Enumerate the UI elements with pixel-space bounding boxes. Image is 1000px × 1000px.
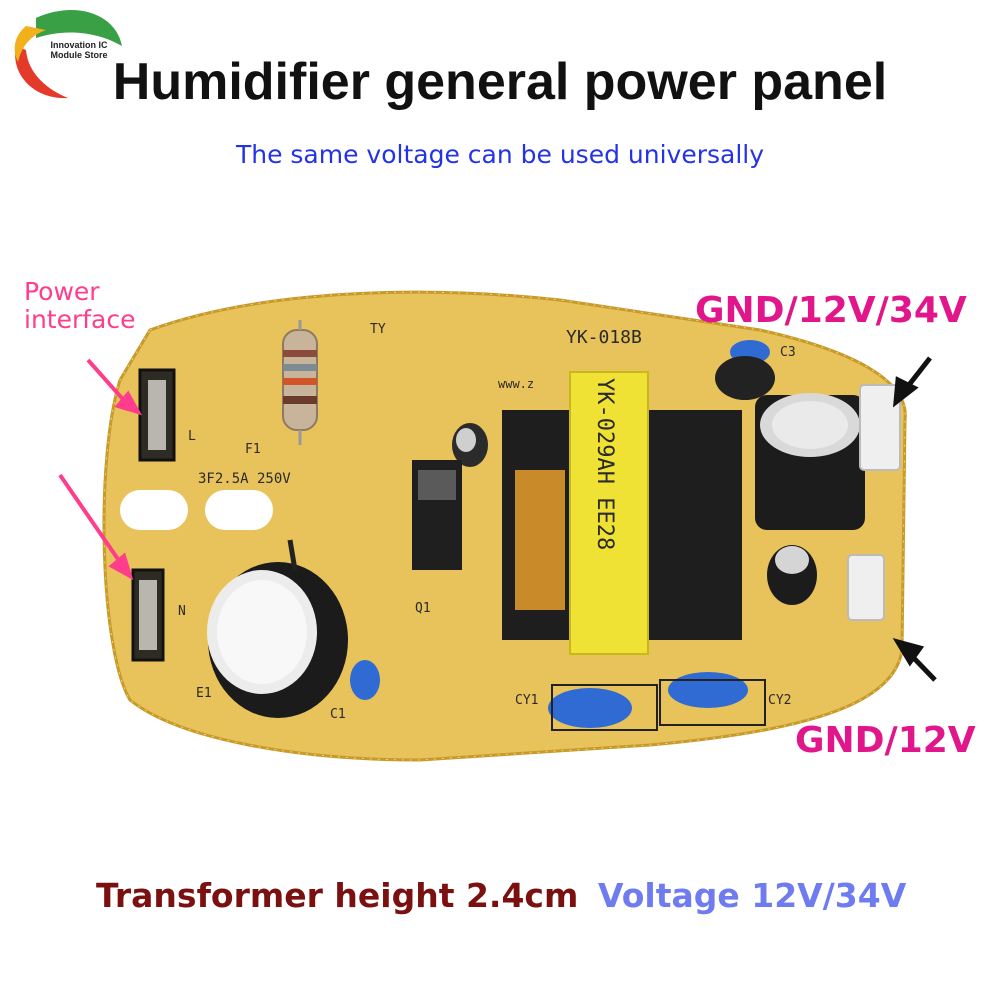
board-neutral-silk: N [178, 604, 186, 619]
black-arrow [892, 356, 932, 408]
board-c1-silk: C1 [330, 707, 346, 722]
logo-text: Innovation IC Module Store [34, 40, 124, 60]
capacitor-output [755, 393, 865, 530]
board-cy1-silk: CY1 [515, 693, 538, 708]
board-slot [205, 490, 273, 530]
board-q1-silk: Q1 [415, 601, 431, 616]
diode [715, 356, 775, 400]
connector-top [859, 384, 901, 471]
board-url-silk: www.z [498, 377, 534, 391]
fuse-resistor [282, 320, 318, 445]
logo-line-2: Module Store [50, 50, 108, 60]
output-label-bottom: GND/12V [795, 720, 976, 761]
logo-leaf-icon [36, 10, 122, 46]
store-logo [14, 10, 122, 99]
power-interface-line-2: interface [24, 305, 136, 334]
y-capacitor-2 [668, 672, 748, 708]
voltage-label: Voltage 12V/34V [598, 876, 907, 915]
board-c3-silk: C3 [780, 345, 796, 360]
board-fuse-rating-silk: 3F2.5A 250V [198, 471, 291, 487]
output-label-top: GND/12V/34V [695, 290, 967, 331]
board-cy2-silk: CY2 [768, 693, 791, 708]
power-interface-line-1: Power [24, 277, 100, 306]
transformer [502, 371, 742, 655]
page-subtitle: The same voltage can be used universally [235, 140, 765, 169]
board-e1-silk: E1 [196, 686, 212, 701]
logo-line-1: Innovation IC [50, 40, 108, 50]
board-model-silk: YK-018B [566, 327, 642, 348]
board-slot [120, 490, 188, 530]
pink-arrow [86, 358, 143, 416]
page-title: Humidifier general power panel [112, 53, 888, 111]
pink-arrow [58, 473, 134, 581]
connector-bottom [847, 554, 885, 621]
logo-arc-icon [14, 26, 46, 62]
transformer-marking: YK-029AH EE28 [592, 378, 617, 550]
capacitor-e1 [207, 562, 348, 718]
black-arrow [892, 637, 937, 682]
transformer-height-label: Transformer height 2.4cm [96, 876, 579, 915]
board-ty-silk: TY [370, 322, 386, 337]
y-capacitor-1 [548, 688, 632, 728]
capacitor-blue [350, 660, 380, 700]
board-fuse-ref-silk: F1 [245, 442, 261, 457]
board-live-silk: L [188, 429, 196, 444]
power-interface-label: Power interface [24, 278, 164, 334]
